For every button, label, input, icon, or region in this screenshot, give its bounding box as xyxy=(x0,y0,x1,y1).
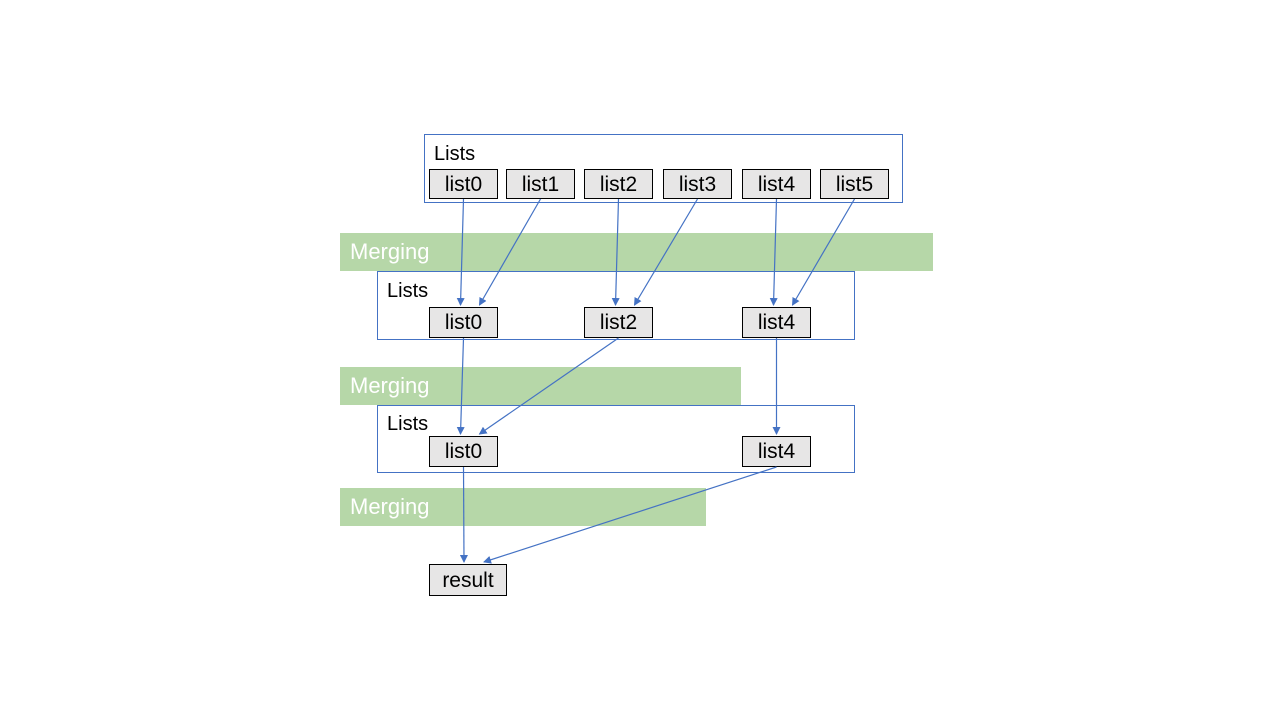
stage2-node-list4: list4 xyxy=(742,307,811,338)
stage3-node-list4: list4 xyxy=(742,436,811,467)
result-node: result xyxy=(429,564,507,596)
stage3-node-list0: list0 xyxy=(429,436,498,467)
stage1-node-list2: list2 xyxy=(584,169,653,199)
stage2-node-list2: list2 xyxy=(584,307,653,338)
stage3-group-title: Lists xyxy=(387,413,429,435)
stage1-node-list0: list0 xyxy=(429,169,498,199)
stage2-group-title: Lists xyxy=(387,280,429,302)
stage1-node-list4: list4 xyxy=(742,169,811,199)
stage1-node-list3: list3 xyxy=(663,169,732,199)
merge-band-2: Merging xyxy=(340,367,741,405)
stage1-group-title: Lists xyxy=(434,143,476,165)
merge-band-1: Merging xyxy=(340,233,933,271)
stage1-node-list1: list1 xyxy=(506,169,575,199)
merge-band-3: Merging xyxy=(340,488,706,526)
stage1-node-list5: list5 xyxy=(820,169,889,199)
stage2-node-list0: list0 xyxy=(429,307,498,338)
